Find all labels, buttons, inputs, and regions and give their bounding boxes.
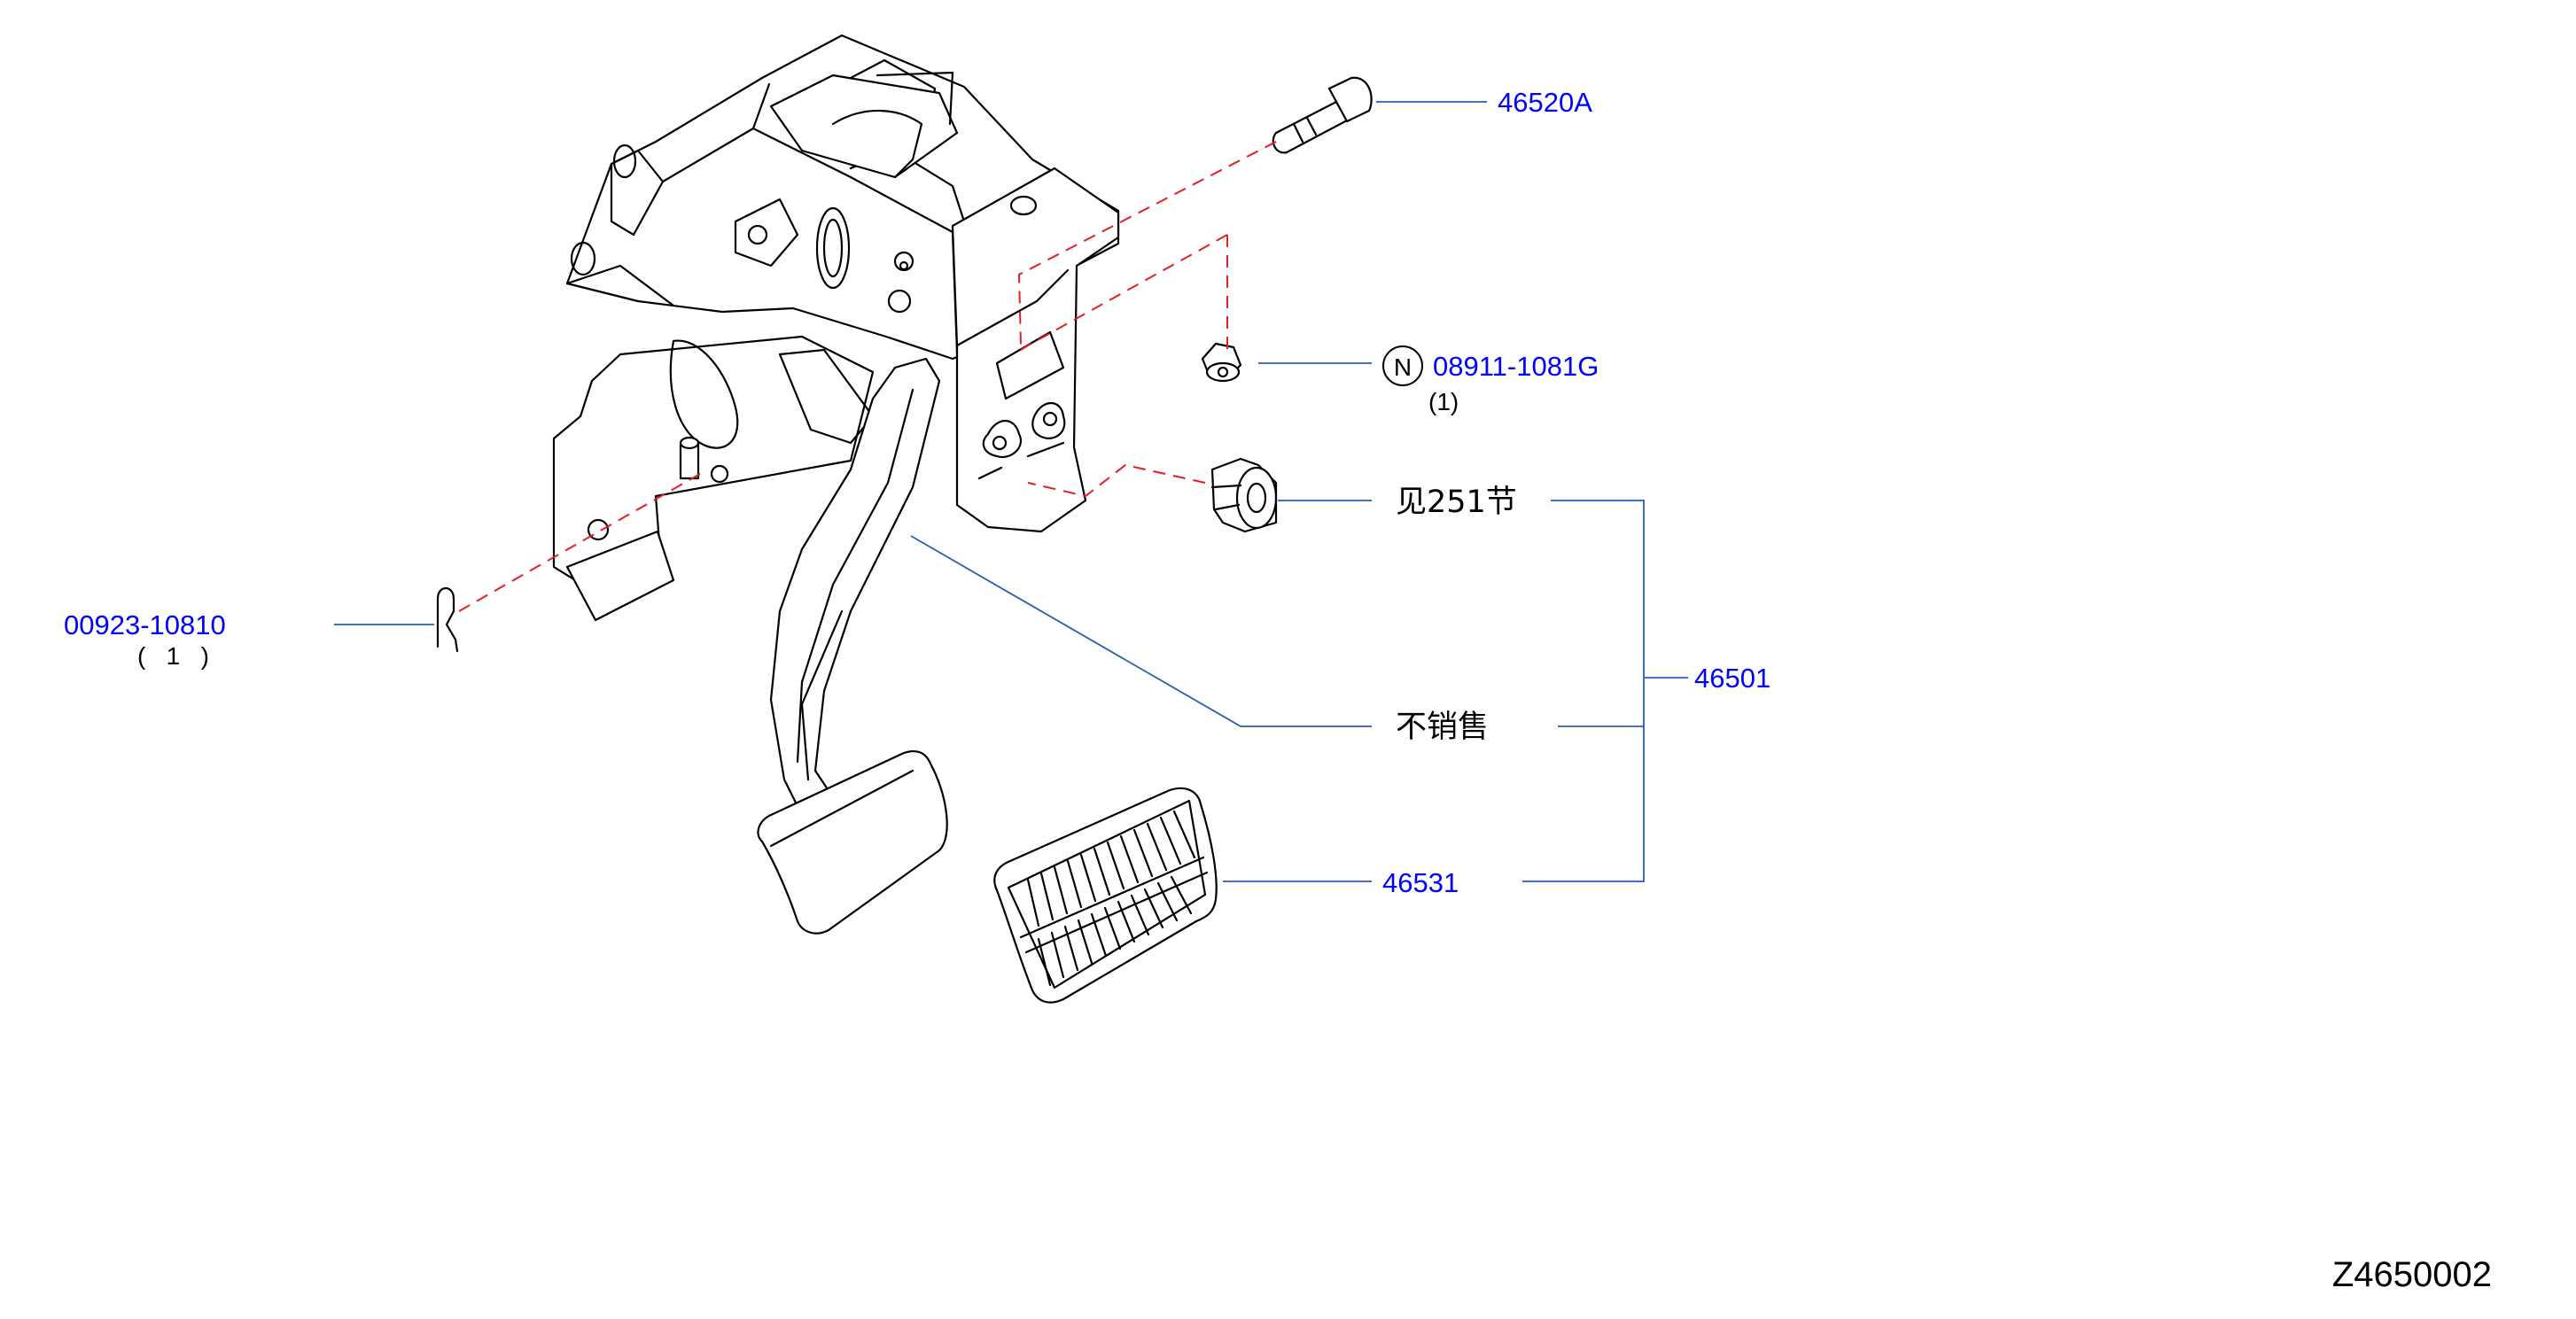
callout-00923[interactable]: 00923-10810 ( 1 ) [64,609,226,670]
note-not-sold: 不销售 [1396,710,1489,745]
callout-46501[interactable]: 46501 [1694,663,1771,694]
retaining-clip [436,586,459,653]
diagram-code: Z4650002 [2332,1255,2492,1294]
pedal-pad [993,787,1218,1004]
nut-08911 [1201,342,1242,383]
callout-46520a[interactable]: 46520A [1498,87,1592,118]
assembly-lines [458,141,1277,612]
callout-46531[interactable]: 46531 [1382,867,1459,898]
callout-00923-qty: ( 1 ) [137,642,209,670]
callout-00923-part[interactable]: 00923-10810 [64,609,226,640]
callout-08911[interactable]: N 08911-1081G (1) [1382,345,1599,415]
pedal-arm [757,357,1218,1004]
callout-08911-part[interactable]: 08911-1081G [1433,351,1599,382]
n-badge-icon [1382,345,1423,386]
bushing [1210,457,1278,533]
bolt-46520a [1272,76,1373,154]
n-badge-label: N [1394,353,1412,381]
callout-08911-qty: (1) [1428,388,1459,415]
note-see-section: 见251节 [1396,485,1517,520]
pedal-bracket [552,34,1120,622]
leader-lines [334,101,1688,882]
